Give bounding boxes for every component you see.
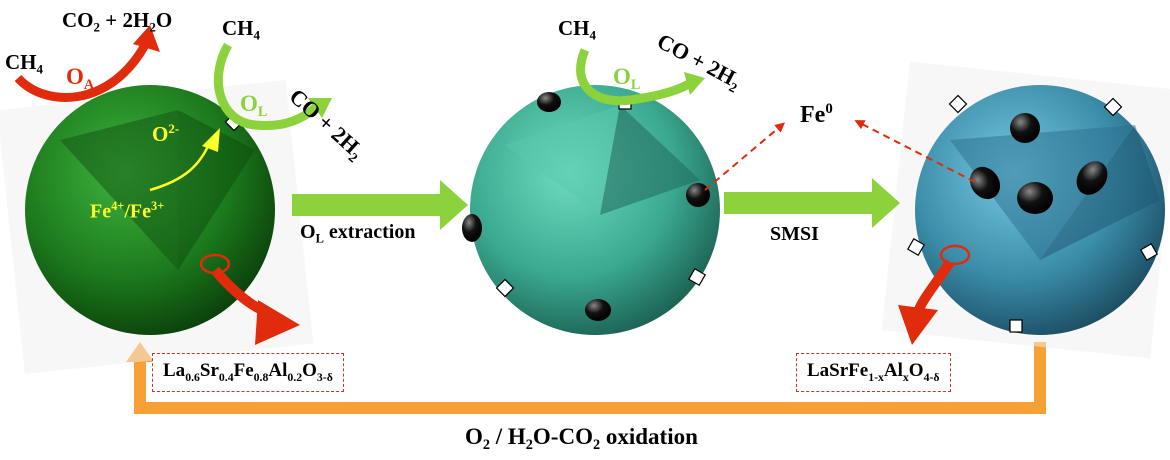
ch4-label-ol1: CH4 <box>222 16 261 43</box>
oa-label: OA <box>66 64 95 93</box>
composition-pointer-left <box>199 253 300 345</box>
fe0-label: Fe0 <box>800 101 833 128</box>
o2-label: O2- <box>152 121 180 146</box>
oa-arrow <box>14 25 160 102</box>
ch4-label-oa: CH4 <box>5 50 44 77</box>
smsi-label: SMSI <box>770 223 819 245</box>
extraction-arrow <box>292 180 468 230</box>
ol-extraction-label: OL extraction <box>300 221 416 246</box>
fe0-arrows <box>704 120 976 191</box>
oxygen-vacancies <box>224 94 1159 333</box>
sphere-2 <box>470 85 720 335</box>
smsi-arrow <box>724 178 900 228</box>
o2-arrow <box>149 128 220 192</box>
ol-label-2: OL <box>613 64 641 93</box>
ol-label-1: OL <box>240 91 268 120</box>
composition-pointer-right <box>898 244 971 345</box>
composition-left-box: La0.6Sr0.4Fe0.8Al0.2O3-δ <box>152 353 344 392</box>
metal-particles <box>462 92 1108 321</box>
ol-arrow-2 <box>576 48 705 106</box>
co2-h2o-label: CO2 + 2H2O <box>62 8 173 35</box>
ch4-label-ol2: CH4 <box>558 16 597 43</box>
bottom-oxidation-label: O2 / H2O-CO2 oxidation <box>465 424 698 453</box>
composition-right-box: LaSrFe1-xAlxO4-δ <box>796 353 951 392</box>
ol-arrow-1 <box>213 42 332 131</box>
redox-label: Fe4+/Fe3+ <box>90 199 165 223</box>
